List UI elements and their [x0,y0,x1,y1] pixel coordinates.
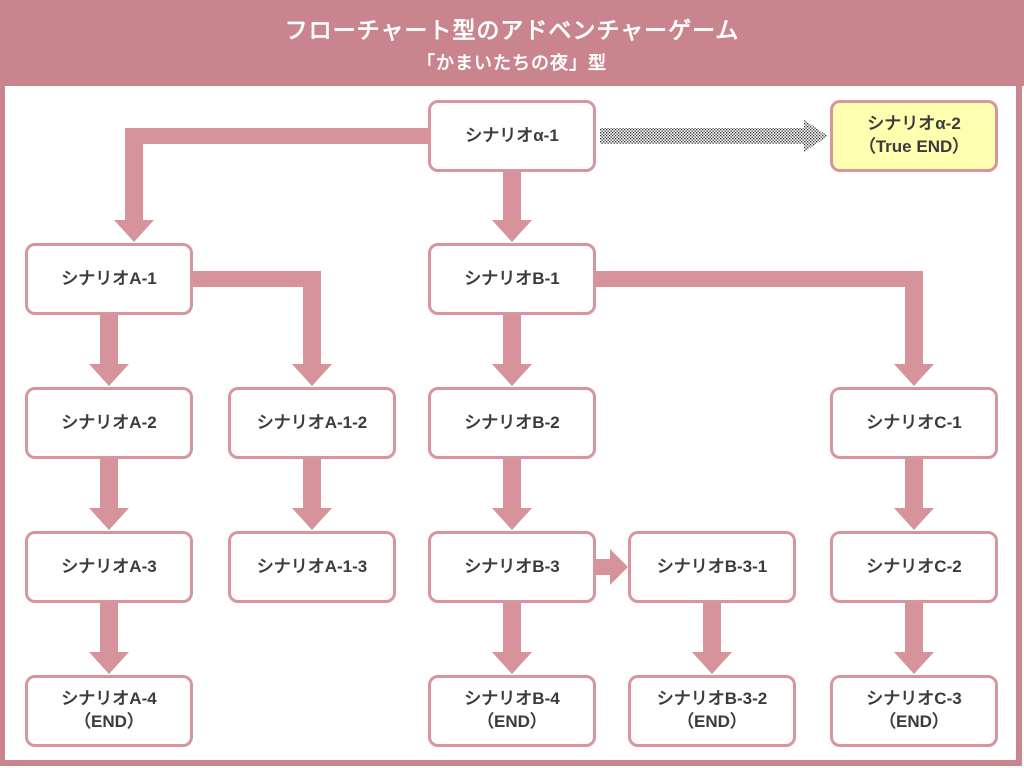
connector-a2-to-a3-arrow [89,459,129,530]
node-sublabel: （True END） [858,137,970,156]
node-scenario-alpha-2-true-end: シナリオα-2 （True END） [830,100,998,172]
node-scenario-b-3-2-end: シナリオB-3-2 （END） [628,675,796,747]
node-scenario-a-2: シナリオA-2 [25,387,193,459]
node-label: シナリオB-3 [464,556,560,576]
node-sublabel: （END） [74,712,144,731]
connector-b3-to-b31-arrow [596,549,628,585]
node-scenario-a-1: シナリオA-1 [25,243,193,315]
page-subtitle: 「かまいたちの夜」型 [417,53,607,73]
node-label: シナリオA-2 [61,412,157,432]
node-scenario-b-3-1: シナリオB-3-1 [628,531,796,603]
connector-alpha1-to-alpha2-dotted-arrow [600,120,828,152]
connector-b1-to-b2-arrow [492,315,532,386]
node-scenario-b-3: シナリオB-3 [428,531,596,603]
node-scenario-c-3-end: シナリオC-3 （END） [830,675,998,747]
node-sublabel: （END） [677,712,747,731]
node-label: シナリオα-2 [867,114,961,134]
node-label: シナリオC-2 [866,556,962,576]
node-label: シナリオB-4 [464,689,560,709]
node-label: シナリオA-1-3 [256,556,368,576]
node-sublabel: （END） [879,712,949,731]
node-scenario-a-1-2: シナリオA-1-2 [228,387,396,459]
diagram-header: フローチャート型のアドベンチャーゲーム 「かまいたちの夜」型 [0,0,1024,86]
connector-c1-to-c2-arrow [894,459,934,530]
node-scenario-c-2: シナリオC-2 [830,531,998,603]
node-label: シナリオB-2 [464,412,560,432]
node-label: シナリオC-3 [866,689,962,709]
page-title: フローチャート型のアドベンチャーゲーム [284,17,740,43]
node-scenario-a-4-end: シナリオA-4 （END） [25,675,193,747]
node-scenario-a-3: シナリオA-3 [25,531,193,603]
connector-a1-to-a2-arrow [89,315,129,386]
connector-b2-to-b3-arrow [492,459,532,530]
connector-a12-to-a13-arrow [292,459,332,530]
connector-b1-to-c1-arrow [596,271,934,386]
node-label: シナリオA-1 [61,268,157,288]
node-scenario-b-1: シナリオB-1 [428,243,596,315]
node-label: シナリオB-3-1 [656,556,768,576]
node-scenario-b-4-end: シナリオB-4 （END） [428,675,596,747]
connector-alpha1-to-a1-arrow [114,128,428,242]
connector-c2-to-c3-arrow [894,603,934,674]
node-label: シナリオα-1 [465,125,559,145]
node-label: シナリオA-3 [61,556,157,576]
node-label: シナリオB-3-2 [656,689,768,709]
node-scenario-c-1: シナリオC-1 [830,387,998,459]
connector-b31-to-b32-arrow [692,603,732,674]
connector-b3-to-b4-arrow [492,603,532,674]
connector-alpha1-to-b1-arrow [492,172,532,242]
node-label: シナリオA-4 [61,689,157,709]
node-sublabel: （END） [477,712,547,731]
node-label: シナリオB-1 [464,268,560,288]
node-scenario-a-1-3: シナリオA-1-3 [228,531,396,603]
node-label: シナリオC-1 [866,412,962,432]
connector-a1-to-a12-arrow [193,271,332,386]
node-label: シナリオA-1-2 [256,412,368,432]
node-scenario-alpha-1: シナリオα-1 [428,100,596,172]
connector-a3-to-a4-arrow [89,603,129,674]
node-scenario-b-2: シナリオB-2 [428,387,596,459]
